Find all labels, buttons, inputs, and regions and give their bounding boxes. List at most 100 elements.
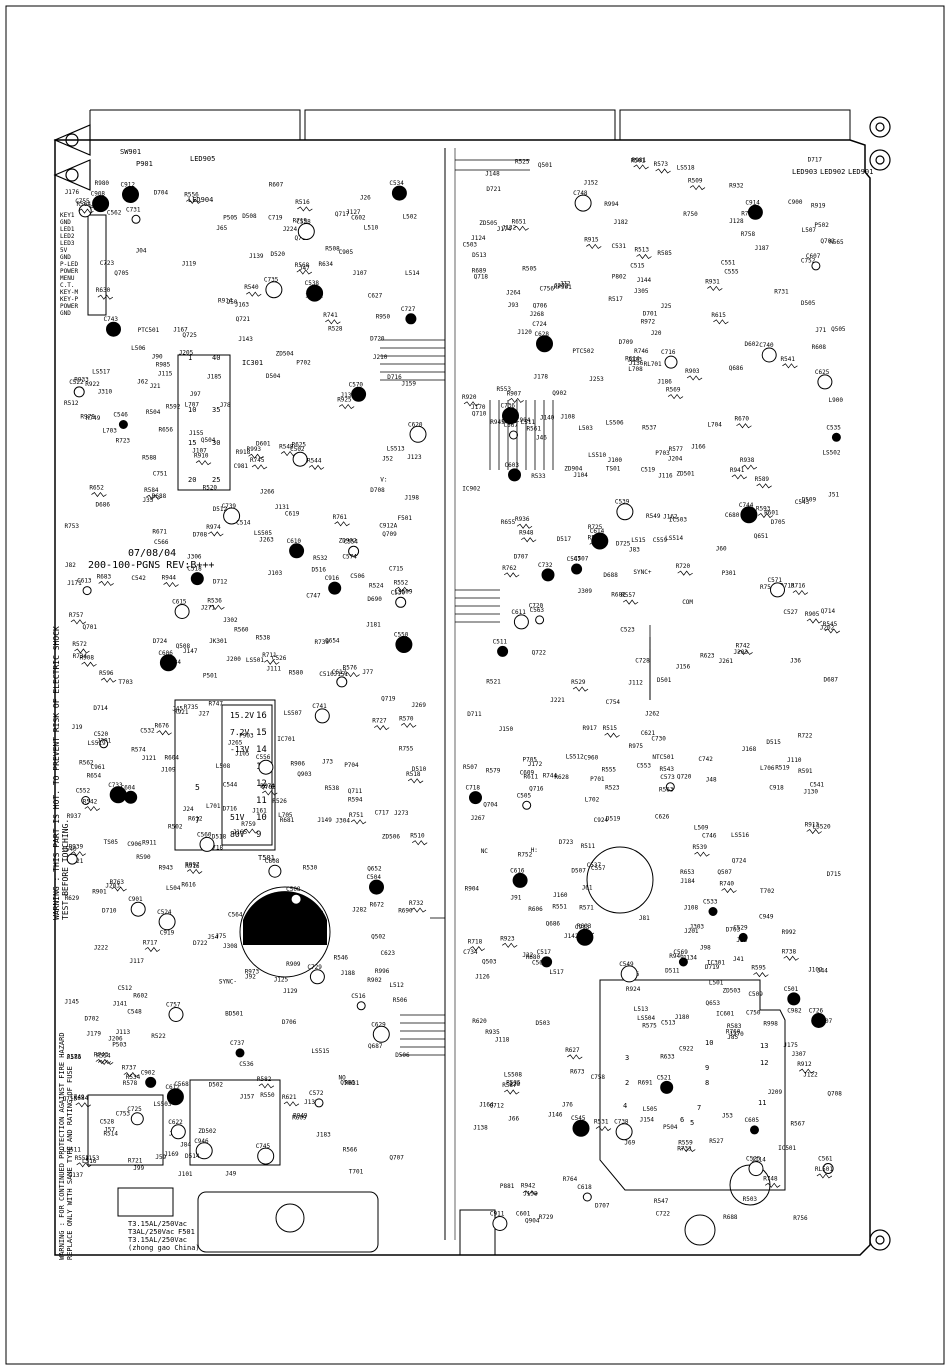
component-ref-label: R615 xyxy=(711,312,726,319)
component-ref-label: C904 xyxy=(516,417,531,424)
component-ref-label: J52 xyxy=(382,455,393,462)
component-ref-label: J180 xyxy=(675,1014,690,1021)
resistor-mark xyxy=(756,483,772,489)
component-ref-label: D518 xyxy=(212,833,227,840)
component-ref-label: C541 xyxy=(810,781,825,788)
component-ref-label: R543 xyxy=(660,766,675,773)
component-ref-label: H: xyxy=(531,847,538,854)
component-ref-label: J25 xyxy=(661,303,672,310)
component-ref-label: R538 xyxy=(256,635,271,642)
component-ref-label: D711 xyxy=(467,711,482,718)
component-ref-label: J185 xyxy=(207,374,222,381)
component-ref-label: C620 xyxy=(408,421,423,428)
component-ref-label: J160 xyxy=(553,892,568,899)
component-ref-label: R979 xyxy=(80,414,95,421)
component-ref-label: J148 xyxy=(485,171,500,178)
component-ref-label: D707 xyxy=(595,1203,610,1210)
component-ref-label: J65 xyxy=(216,225,227,232)
component-ref-label: Q506 xyxy=(340,1080,355,1087)
component-ref-label: C524 xyxy=(157,909,172,916)
component-ref-label: C982 xyxy=(787,1007,802,1014)
component-ref-label: C572 xyxy=(309,1090,324,1097)
component-ref-label: R722 xyxy=(798,733,813,740)
component-ref-label: IC601 xyxy=(716,1010,734,1017)
resistor-mark xyxy=(412,840,428,846)
component-ref-label: IC501 xyxy=(778,1145,796,1152)
component-ref-label: D708 xyxy=(370,487,385,494)
component-ref-label: C549 xyxy=(619,961,634,968)
component-ref-label: C531 xyxy=(612,243,627,250)
component-ref-label: R559 xyxy=(678,1140,693,1147)
component-ref-label: J186 xyxy=(657,378,672,385)
resistor-mark xyxy=(586,243,602,249)
component-ref-label: R606 xyxy=(528,906,543,913)
component-ref-label: D690 xyxy=(367,596,382,603)
component-ref-label: J163 xyxy=(235,302,250,309)
capacitor-mark xyxy=(571,563,583,575)
component-ref-label: J162 xyxy=(663,514,678,521)
component-ref-label: J155 xyxy=(189,430,204,437)
component-ref-label: C726 xyxy=(809,1008,824,1015)
component-ref-label: BD501 xyxy=(225,1011,243,1018)
resistor-mark xyxy=(350,819,367,825)
ic301-pin-10: 10 xyxy=(188,406,196,414)
component-ref-label: C924 xyxy=(594,817,609,824)
component-ref-label: C752 xyxy=(801,258,816,265)
component-ref-label: IC503 xyxy=(669,517,687,524)
capacitor-mark xyxy=(130,1112,144,1126)
resistor-mark xyxy=(258,1083,275,1089)
component-ref-label: R526 xyxy=(272,798,287,805)
component-ref-label: NC xyxy=(481,848,489,855)
component-ref-label: J161 xyxy=(252,808,267,815)
component-ref-label: J253 xyxy=(589,376,604,383)
component-ref-label: R725 xyxy=(588,524,603,531)
component-ref-label: J167 xyxy=(173,326,188,333)
led905: LED905 xyxy=(190,155,216,163)
component-ref-label: R994 xyxy=(604,201,619,208)
component-ref-label: P705 xyxy=(523,757,538,764)
component-ref-label: C734 xyxy=(463,949,478,956)
component-ref-label: Q504 xyxy=(201,437,216,444)
component-ref-label: J143 xyxy=(238,336,253,343)
component-ref-label: C506 xyxy=(350,573,365,580)
component-ref-label: J51 xyxy=(828,492,839,499)
component-ref-label: J133 xyxy=(304,1099,319,1106)
component-ref-label: R651 xyxy=(512,218,527,225)
component-ref-label: R919 xyxy=(811,202,826,209)
component-ref-label: C720 xyxy=(529,602,544,609)
component-ref-label: R975 xyxy=(629,743,644,750)
component-ref-label: C609 xyxy=(520,769,535,776)
component-ref-label: R534 xyxy=(126,1074,141,1081)
capacitor-mark xyxy=(348,545,360,557)
resistor-mark xyxy=(395,586,411,592)
resistor-mark xyxy=(400,722,417,728)
page-frame xyxy=(5,5,945,1365)
component-ref-label: C981 xyxy=(234,463,249,470)
component-ref-label: R672 xyxy=(370,901,385,908)
component-ref-label: C730 xyxy=(651,735,666,742)
component-ref-label: J221 xyxy=(550,697,565,704)
component-ref-label: R759 xyxy=(241,821,256,828)
component-ref-label: D507 xyxy=(571,867,586,874)
ic301-pin-20: 20 xyxy=(188,476,196,484)
component-ref-label: J120 xyxy=(517,329,532,336)
component-ref-label: C526 xyxy=(272,655,287,662)
resistor-mark xyxy=(736,423,752,429)
resistor-mark xyxy=(283,1101,300,1107)
component-ref-label: C545 xyxy=(571,1115,586,1122)
capacitor-mark xyxy=(582,1192,592,1202)
resistor-mark xyxy=(595,1126,612,1132)
resistor-mark xyxy=(262,790,278,796)
component-ref-label: L703 xyxy=(102,427,117,434)
component-ref-label: L510 xyxy=(364,224,379,231)
component-ref-label: Q502 xyxy=(371,933,386,940)
component-ref-label: J307 xyxy=(792,1051,807,1058)
warning-left: WARNING : THIS PART IS HOT. TO PREVENT R… xyxy=(52,626,70,920)
resistor-mark xyxy=(567,1054,583,1060)
capacitor-mark xyxy=(223,507,241,525)
component-ref-label: R905 xyxy=(805,611,820,618)
component-ref-label: D704 xyxy=(154,190,169,197)
component-ref-label: R609 xyxy=(292,1115,307,1122)
component-ref-label: J134 xyxy=(683,954,698,961)
component-ref-label: R568 xyxy=(295,262,310,269)
